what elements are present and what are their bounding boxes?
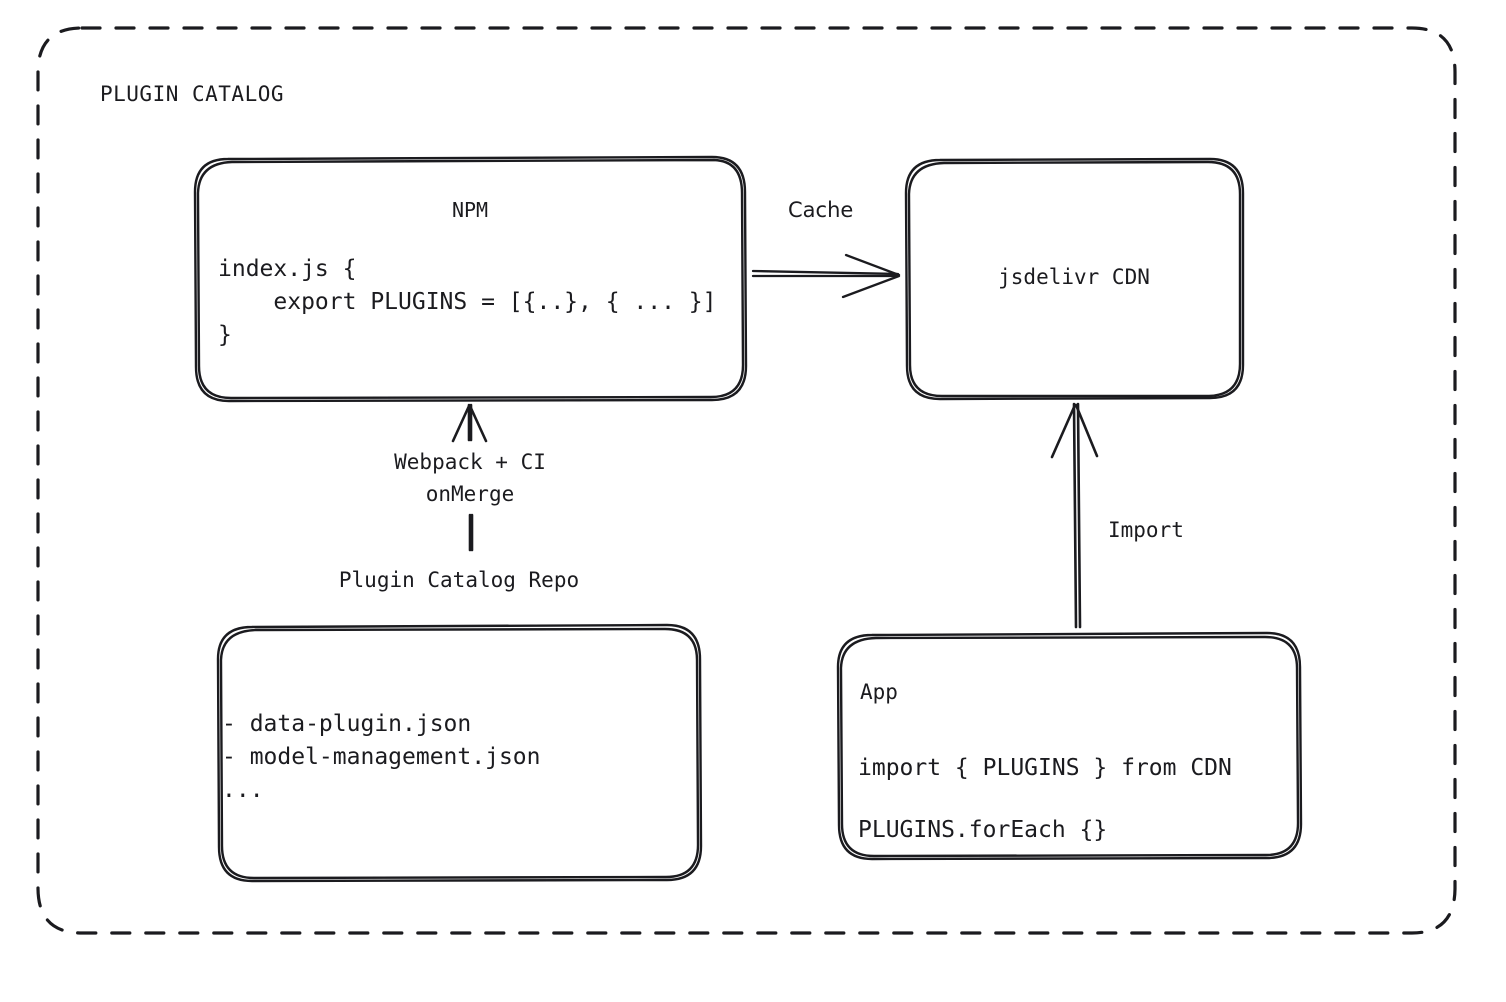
import-edge-label: Import [1108,518,1184,542]
cache-arrow [751,253,901,299]
frame-title: PLUGIN CATALOG [100,82,285,106]
cdn-node-title: jsdelivr CDN [998,265,1150,289]
webpack-edge-label: Webpack + CI onMerge [394,450,546,506]
app-node-code: import { PLUGINS } from CDN PLUGINS.forEa… [858,737,1232,861]
app-node-title: App [860,680,898,704]
repo-node-code: - data-plugin.json - model-management.js… [222,711,541,803]
app-code-line-1: import { PLUGINS } from CDN [858,755,1232,781]
repo-node-label: Plugin Catalog Repo [338,568,580,592]
npm-node-code: index.js { export PLUGINS = [{..}, { ...… [218,256,717,348]
import-arrow [1050,402,1099,629]
cache-edge-label: Cache [788,198,854,222]
npm-node-title: NPM [451,198,489,222]
app-code-line-2: PLUGINS.forEach {} [858,817,1108,843]
